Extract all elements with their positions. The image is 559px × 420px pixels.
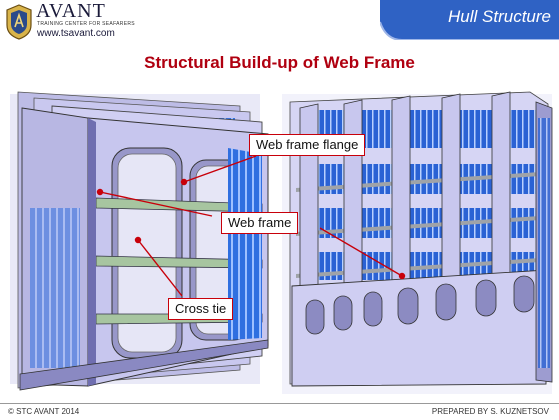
callout-web-frame: Web frame: [221, 212, 299, 234]
logo-url: www.tsavant.com: [37, 28, 115, 39]
slide-header: AVANT TRAINING CENTER FOR SEAFARERS www.…: [0, 0, 559, 44]
web-frame-3d-illustration: [10, 91, 553, 394]
avant-emblem-icon: [6, 4, 32, 40]
callout-leader-lines: [96, 155, 406, 297]
footer-author: PREPARED BY S. KUZNETSOV: [431, 407, 549, 416]
footer-divider: [0, 403, 559, 404]
slide-title: Structural Build-up of Web Frame: [144, 53, 415, 72]
callout-web-frame-flange: Web frame flange: [249, 134, 366, 156]
logo-tagline: TRAINING CENTER FOR SEAFARERS: [37, 21, 135, 27]
section-title: Hull Structure: [448, 7, 551, 26]
footer-copyright: © STC AVANT 2014: [8, 407, 80, 416]
right-web-frame-assembly: [282, 91, 553, 394]
logo-name: AVANT: [36, 0, 106, 22]
callout-cross-tie: Cross tie: [168, 298, 234, 320]
section-banner: [380, 0, 559, 40]
